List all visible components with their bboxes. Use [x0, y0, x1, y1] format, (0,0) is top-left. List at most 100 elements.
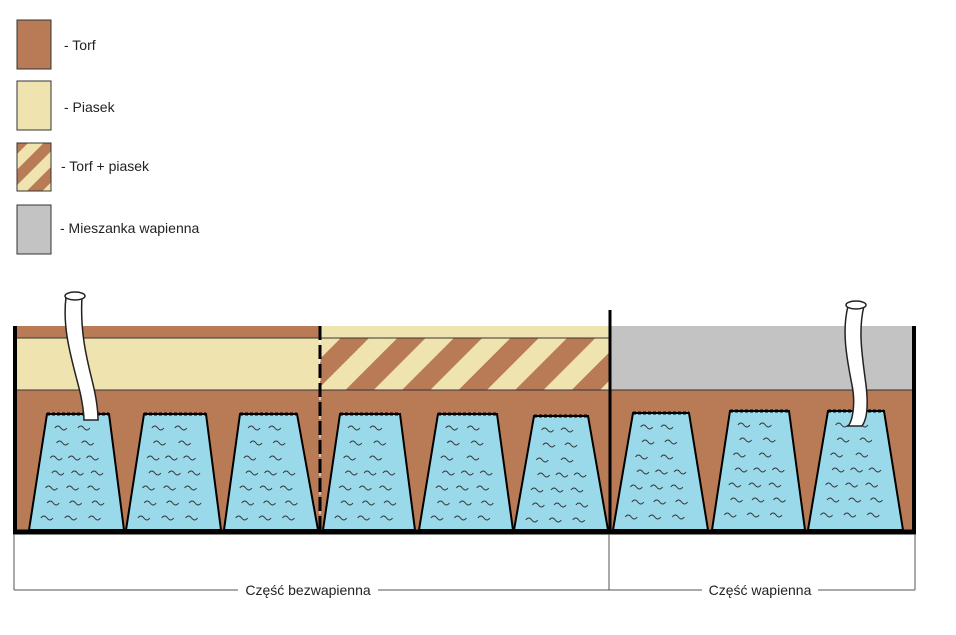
water-wave: [258, 515, 272, 521]
water-wave: [746, 512, 760, 518]
water-wave: [334, 515, 348, 521]
legend-item-piasek: - Piasek: [16, 80, 116, 131]
water-wave: [737, 422, 751, 428]
water-wave: [178, 440, 192, 446]
water-wave: [90, 470, 104, 476]
water-wave: [537, 472, 551, 478]
water-wave: [479, 470, 493, 476]
water-pot-icon: [321, 412, 417, 531]
water-pot-icon: [124, 412, 223, 531]
water-wave: [69, 500, 83, 506]
water-wave: [188, 500, 202, 506]
water-wave: [850, 467, 863, 473]
water-wave: [868, 467, 882, 473]
water-wave: [382, 470, 396, 476]
legend-swatch-torf-piasek: [16, 142, 52, 192]
water-wave: [650, 484, 663, 490]
water-wave: [362, 500, 375, 506]
legend-item-mieszanka: - Mieszanka wapienna: [16, 204, 200, 255]
water-wave: [564, 442, 578, 448]
water-wave: [146, 455, 160, 461]
water-wave: [636, 469, 650, 475]
water-wave: [575, 502, 589, 508]
water-wave: [769, 512, 783, 518]
water-wave: [560, 427, 574, 433]
water-wave: [51, 470, 65, 476]
water-wave: [269, 455, 282, 461]
water-wave: [71, 470, 84, 476]
water-wave: [723, 512, 737, 518]
water-pot-icon: [710, 409, 807, 531]
water-wave: [826, 497, 840, 503]
water-wave: [845, 482, 859, 488]
water-wave: [88, 515, 101, 521]
water-wave: [865, 482, 879, 488]
water-wave: [820, 512, 833, 518]
water-wave: [81, 440, 95, 446]
water-wave: [541, 427, 554, 433]
water-wave: [675, 499, 688, 505]
water-wave: [548, 517, 562, 523]
water-wave: [455, 485, 469, 491]
water-wave: [476, 485, 490, 491]
water-wave: [555, 472, 569, 478]
water-wave: [282, 470, 296, 476]
water-wave: [445, 425, 459, 431]
water-wave: [673, 469, 687, 475]
water-wave: [369, 455, 383, 461]
water-wave: [249, 440, 263, 446]
water-wave: [247, 425, 261, 431]
water-wave: [843, 512, 857, 518]
water-wave: [848, 497, 862, 503]
water-wave: [830, 452, 844, 458]
water-wave: [137, 515, 151, 521]
water-wave: [187, 470, 201, 476]
water-wave: [531, 502, 545, 508]
water-wave: [773, 497, 786, 503]
water-wave: [380, 515, 393, 521]
water-wave: [542, 442, 556, 448]
pipes: [64, 291, 868, 427]
water-wave: [168, 470, 181, 476]
water-wave: [739, 437, 753, 443]
water-wave: [373, 440, 387, 446]
water-wave: [855, 452, 869, 458]
water-wave: [343, 455, 356, 461]
water-wave: [836, 437, 850, 443]
water-wave: [264, 470, 277, 476]
water-wave: [660, 454, 674, 460]
water-wave: [46, 500, 60, 506]
water-wave: [629, 484, 643, 490]
water-wave: [570, 487, 584, 493]
water-wave: [64, 515, 78, 521]
water-wave: [530, 487, 544, 493]
water-wave: [272, 440, 286, 446]
legend-swatch-piasek: [16, 80, 52, 131]
water-wave: [151, 425, 165, 431]
water-wave: [87, 485, 100, 491]
water-wave: [49, 455, 63, 461]
water-wave: [758, 422, 772, 428]
water-wave: [435, 485, 449, 491]
water-wave: [358, 485, 372, 491]
water-wave: [45, 485, 58, 491]
legend-label-piasek: - Piasek: [64, 99, 116, 115]
water-wave: [825, 482, 838, 488]
water-wave: [40, 515, 54, 521]
water-wave: [446, 440, 460, 446]
water-wave: [550, 487, 564, 493]
water-wave: [458, 500, 472, 506]
water-wave: [572, 517, 586, 523]
water-wave: [282, 515, 295, 521]
water-wave: [758, 452, 772, 458]
water-wave: [86, 455, 99, 461]
water-wave: [338, 485, 352, 491]
legend-label-torf-piasek: - Torf + piasek: [61, 158, 150, 174]
water-wave: [454, 515, 467, 521]
layer-torf-piasek-middle: [320, 338, 610, 390]
section-label-wapienna: Część wapienna: [709, 582, 812, 598]
water-wave: [363, 470, 377, 476]
water-wave: [624, 514, 638, 520]
water-wave: [631, 499, 645, 505]
water-wave: [748, 482, 762, 488]
